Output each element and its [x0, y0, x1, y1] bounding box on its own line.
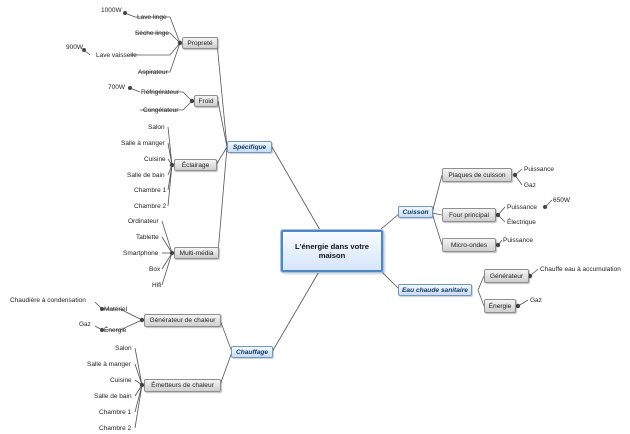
value-1000w: 1000W: [101, 7, 122, 14]
group-generateur-chaleur[interactable]: Générateur de chaleur: [144, 314, 221, 327]
central-topic-line2: maison: [318, 251, 346, 260]
group-four-principal[interactable]: Four principal: [442, 208, 496, 222]
connector: [135, 32, 181, 44]
leaf-electrique: Électrique: [507, 217, 536, 226]
leaf-salle-de-bain: Salle de bain: [127, 172, 165, 179]
leaf-refrigerateur: Réfrigérateur: [141, 89, 180, 96]
group-generateur[interactable]: Générateur: [484, 269, 529, 283]
branch-specifique[interactable]: Spécifique: [227, 141, 272, 153]
branch-cuisson[interactable]: Cuisson: [398, 206, 433, 218]
connector: [102, 319, 143, 331]
leaf-salle-a-manger: Salle à manger: [87, 361, 132, 368]
connector: [379, 212, 401, 231]
leaf-seche-linge: Sèche linge: [135, 30, 169, 37]
connector: [219, 351, 233, 386]
connector: [271, 269, 321, 353]
group-eclairage[interactable]: Éclairage: [174, 159, 217, 171]
leaf-lave-linge: Lave linge: [137, 14, 167, 21]
connector: [216, 42, 228, 148]
leaf-chauffe-eau: Chauffe eau à accumulation: [540, 266, 621, 273]
leaf-materiel: Matériel: [104, 306, 128, 313]
connector: [161, 236, 173, 254]
leaf-salon: Salon: [115, 345, 132, 352]
connector: [134, 363, 143, 386]
connector-dots: [82, 11, 547, 388]
leaf-puissance: Puissance: [524, 166, 554, 173]
connector: [215, 146, 228, 166]
connector: [217, 146, 228, 254]
connector: [161, 220, 173, 254]
connector: [431, 212, 443, 216]
group-plaques-cuisson[interactable]: Plaques de cuisson: [442, 168, 512, 182]
group-energie[interactable]: Énergie: [484, 299, 516, 313]
group-proprete[interactable]: Propreté: [182, 37, 218, 49]
value-900w: 900W: [66, 44, 84, 51]
leaf-hifi: Hifi: [152, 282, 161, 289]
connector: [145, 91, 193, 102]
connector: [161, 252, 173, 270]
value-chaudiere: Chaudière à condensation: [10, 297, 86, 304]
group-froid[interactable]: Froid: [194, 95, 218, 107]
group-multimedia[interactable]: Multi-média: [174, 247, 219, 259]
leaf-cuisine: Cuisine: [144, 156, 166, 163]
connector: [431, 174, 443, 214]
branch-eau-chaude[interactable]: Eau chaude sanitaire: [398, 284, 472, 296]
group-micro-ondes[interactable]: Micro-ondes: [442, 238, 496, 252]
connector: [138, 42, 181, 73]
connector: [379, 269, 401, 291]
leaf-aspirateur: Aspirateur: [138, 69, 168, 76]
leaf-chambre-1: Chambre 1: [134, 187, 167, 194]
leaf-gaz: Gaz: [524, 182, 536, 189]
leaf-puissance: Puissance: [503, 237, 533, 244]
connector: [140, 100, 193, 111]
central-topic-line1: L'énergie dans votre: [295, 242, 369, 251]
connector: [135, 16, 181, 44]
leaf-smartphone: Smartphone: [123, 250, 159, 257]
connector: [167, 164, 173, 207]
leaf-lave-vaisselle: Lave vaisselle: [96, 52, 137, 59]
leaf-gaz: Gaz: [530, 297, 542, 304]
connector: [161, 252, 173, 286]
connector: [134, 384, 143, 413]
connector: [219, 319, 233, 353]
branch-chauffage[interactable]: Chauffage: [231, 346, 273, 358]
leaf-energie: Énergie: [104, 325, 127, 334]
leaf-salle-a-manger: Salle à manger: [121, 140, 166, 147]
connector: [217, 100, 228, 148]
connector: [477, 275, 485, 291]
leaf-chambre-1: Chambre 1: [99, 409, 132, 416]
connector: [477, 289, 485, 307]
leaf-ordinateur: Ordinateur: [128, 218, 160, 225]
leaf-chambre-2: Chambre 2: [99, 425, 132, 432]
leaf-salon: Salon: [148, 124, 165, 131]
value-gaz: Gaz: [79, 321, 91, 328]
connector: [431, 212, 443, 246]
value-650w: 650W: [553, 197, 571, 204]
connector: [134, 347, 143, 386]
central-topic[interactable]: L'énergie dans votre maison: [281, 230, 383, 272]
leaf-tablette: Tablette: [136, 234, 159, 241]
leaf-salle-de-bain: Salle de bain: [94, 393, 132, 400]
leaf-congelateur: Congélateur: [143, 107, 179, 114]
connector: [167, 142, 173, 166]
group-emetteurs-chaleur[interactable]: Émetteurs de chaleur: [144, 379, 221, 392]
connector: [167, 126, 173, 166]
connector: [271, 146, 321, 231]
value-700w: 700W: [108, 84, 126, 91]
connector: [134, 384, 143, 429]
leaf-box: Box: [149, 266, 161, 273]
leaf-cuisine: Cuisine: [110, 377, 132, 384]
connector: [130, 42, 181, 56]
leaf-puissance: Puissance: [507, 204, 537, 211]
connector: [102, 308, 143, 321]
leaf-chambre-2: Chambre 2: [134, 203, 167, 210]
